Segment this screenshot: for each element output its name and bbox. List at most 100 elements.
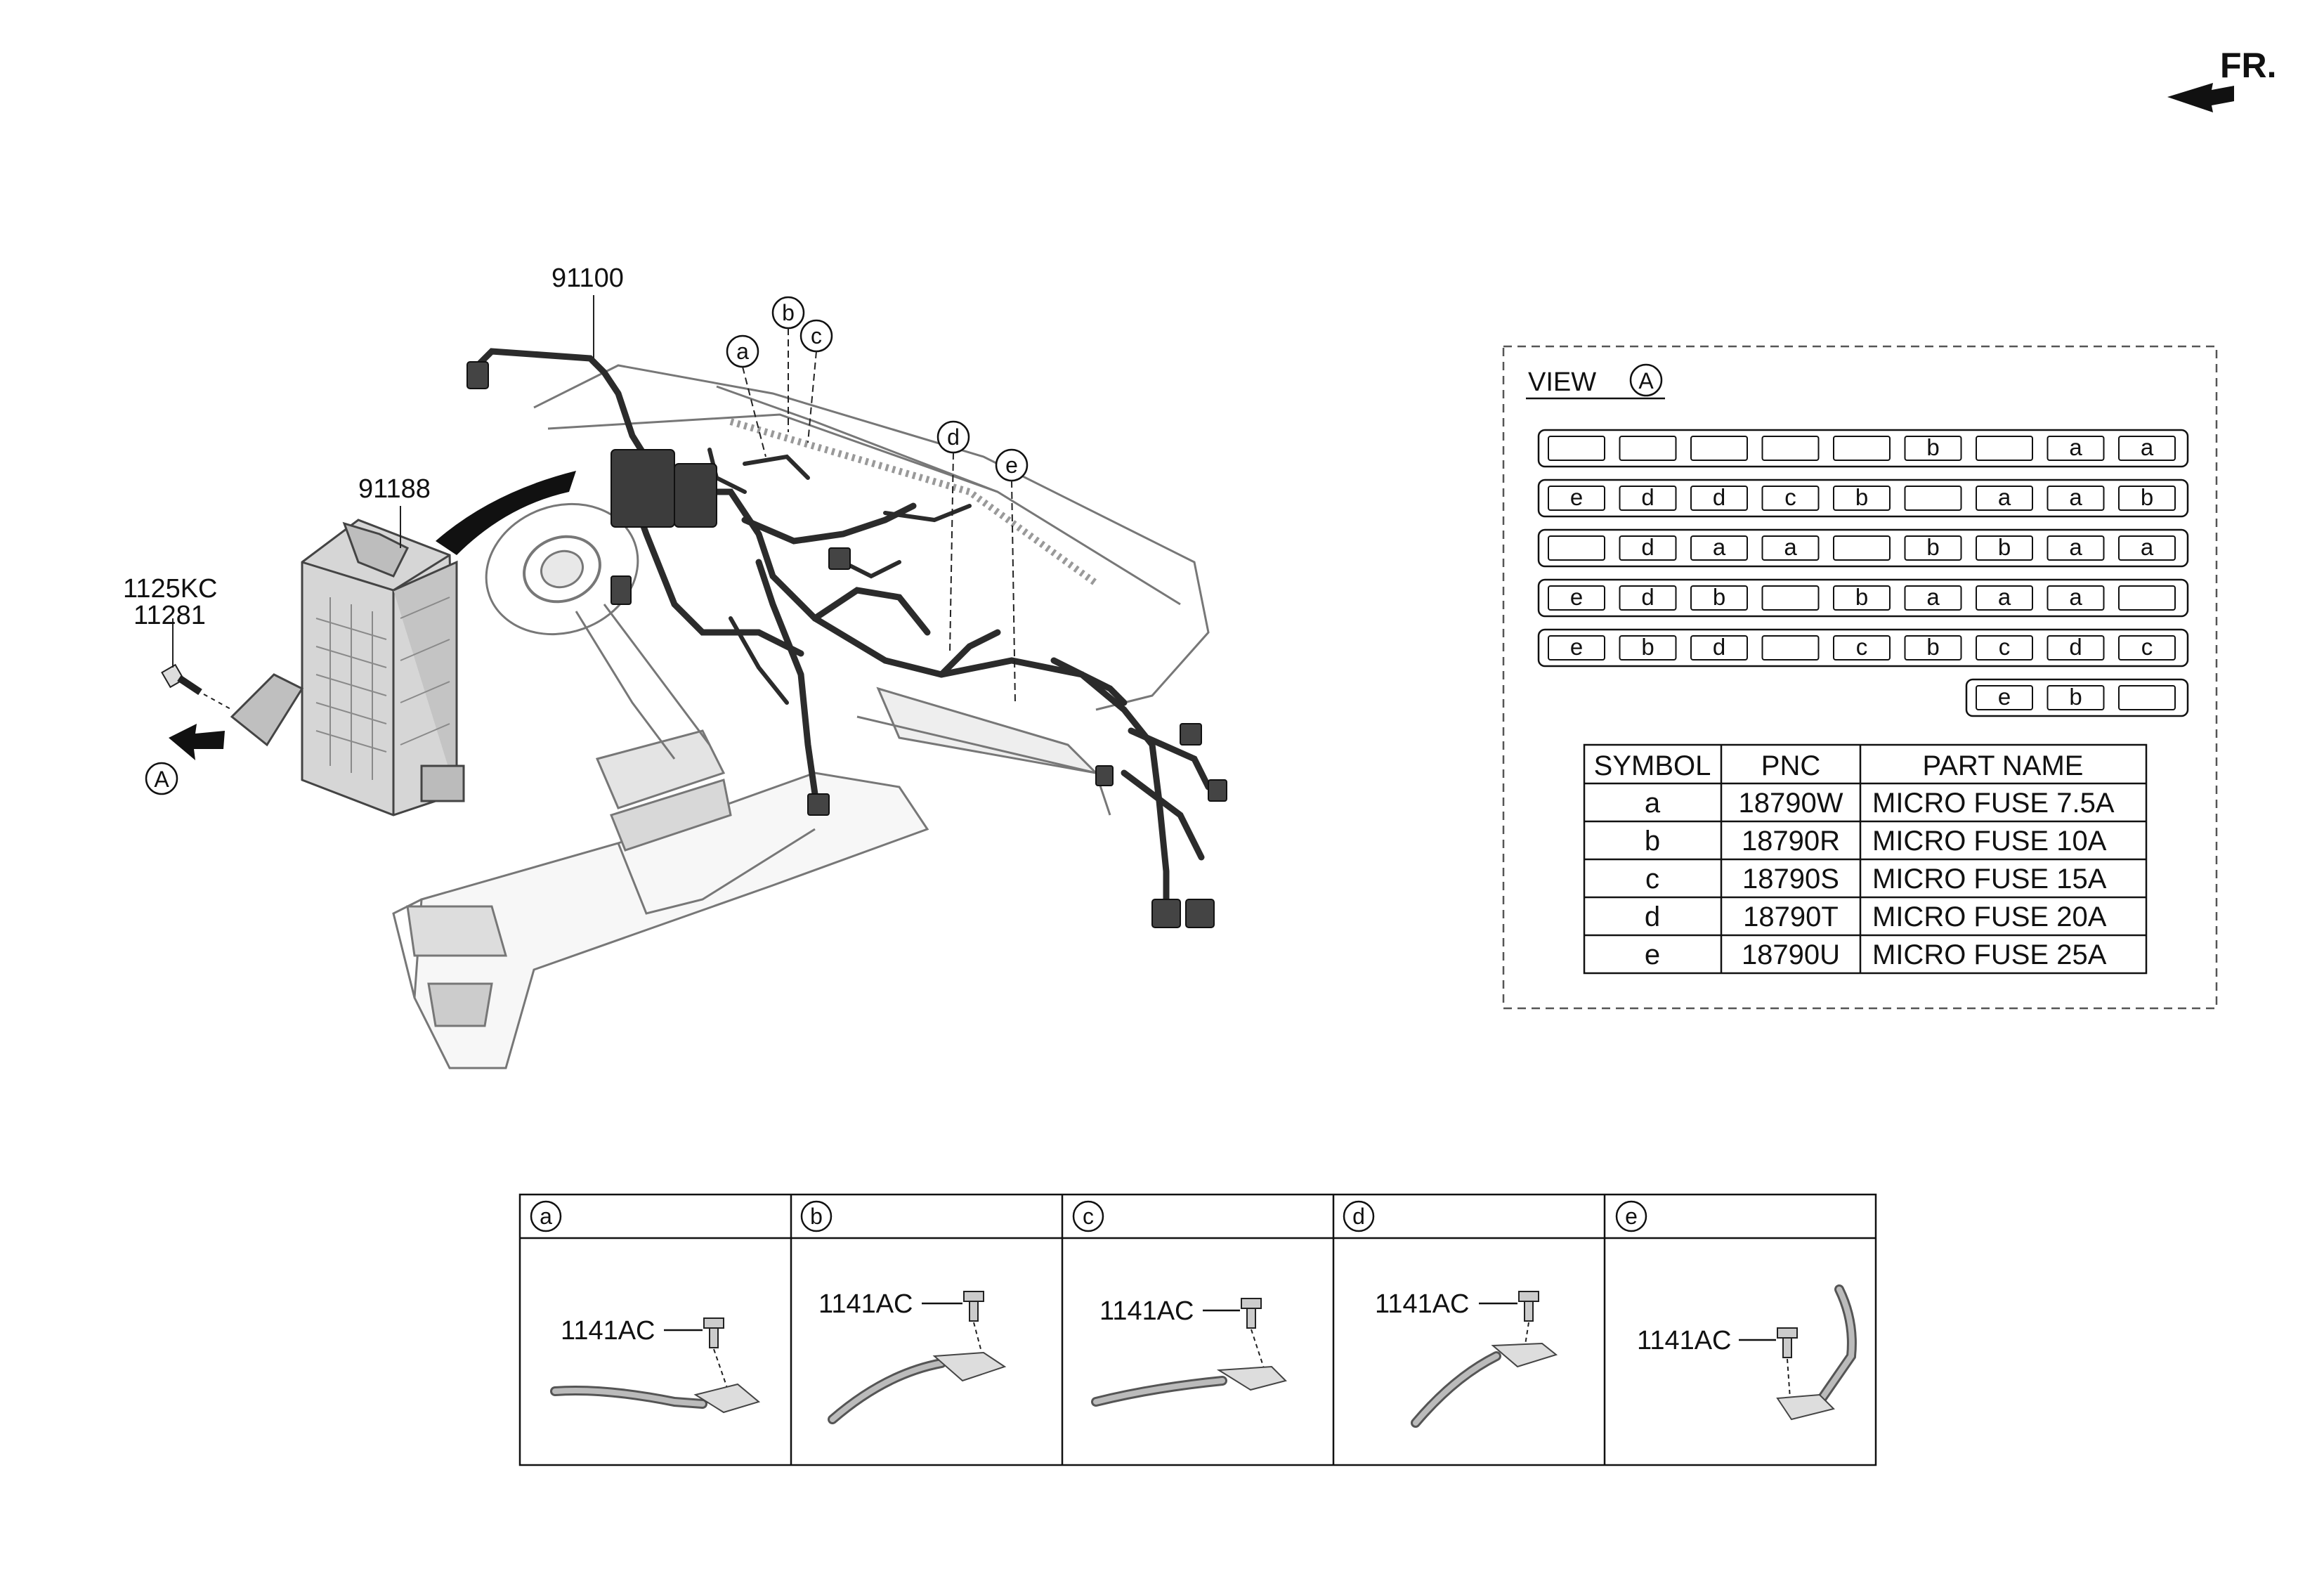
- legend-part-name: MICRO FUSE 25A: [1872, 939, 2107, 970]
- ground-cable-icon: [550, 1383, 761, 1414]
- fuse-slot: [1548, 585, 1605, 611]
- detail-panel-e: e 1141AC: [1615, 1200, 1857, 1421]
- fuse-slot: [1904, 585, 1962, 611]
- bolt-icon: [963, 1291, 984, 1360]
- legend-row-c: c 18790S MICRO FUSE 15A: [1645, 864, 2107, 894]
- detail-e-symbol: e: [1625, 1204, 1638, 1229]
- bolt-icon: [161, 663, 233, 710]
- fuse-slot-symbol: d: [2069, 634, 2082, 660]
- junction-box: [230, 519, 465, 816]
- detail-panel-d: d 1141AC: [1343, 1200, 1558, 1428]
- legend-pnc: 18790U: [1742, 939, 1840, 970]
- legend-pnc: 18790W: [1739, 788, 1843, 819]
- legend-header-part-name: PART NAME: [1923, 750, 2084, 781]
- ground-cable-icon: [1776, 1284, 1857, 1421]
- fuse-slot: [1976, 685, 2033, 710]
- ground-cable-icon: [828, 1351, 1007, 1424]
- fuse-slot: [1619, 635, 1677, 660]
- detail-d-symbol: d: [1352, 1204, 1365, 1229]
- fuse-slot: [2046, 635, 2105, 660]
- detail-b-part: 1141AC: [818, 1289, 913, 1319]
- view-a-marker-text: A: [154, 767, 169, 792]
- fuse-slot-symbol: a: [2069, 584, 2082, 610]
- legend-symbol: d: [1645, 902, 1660, 932]
- fuse-slot: [2118, 486, 2176, 511]
- main-wiring-harness: [474, 348, 1212, 903]
- harness-connectors: [466, 361, 1227, 928]
- fuse-slot: [1976, 486, 2033, 511]
- fuse-legend-table: [1583, 743, 2148, 975]
- legend-part-name: MICRO FUSE 10A: [1872, 826, 2107, 857]
- fuse-slot-symbol: d: [1641, 534, 1654, 560]
- fuse-slot-symbol: d: [1641, 484, 1654, 510]
- dashboard-illustration: [392, 364, 1210, 1069]
- fuse-slot: [1548, 635, 1605, 660]
- legend-row-e: e 18790U MICRO FUSE 25A: [1645, 939, 2107, 970]
- fuse-slot: [1976, 585, 2033, 611]
- fuse-row: [1537, 528, 2189, 568]
- bolt-icon: [703, 1317, 728, 1388]
- view-panel-marker: A: [1638, 368, 1654, 393]
- fuse-slot-symbol: c: [1999, 634, 2011, 660]
- fuse-slot: [1904, 535, 1962, 561]
- fuse-slot: [2118, 585, 2176, 611]
- fuse-slot-symbol: e: [1570, 484, 1583, 510]
- view-panel-title: VIEW: [1528, 367, 1596, 397]
- callout-e-text: e: [1005, 453, 1018, 478]
- label-91100: 91100: [551, 263, 624, 293]
- fuse-slot-symbol: b: [1926, 634, 1939, 660]
- legend-part-name: MICRO FUSE 20A: [1872, 902, 2107, 932]
- legend-header-row: SYMBOL PNC PART NAME: [1594, 750, 2084, 781]
- legend-row-b: b 18790R MICRO FUSE 10A: [1645, 826, 2107, 857]
- fuse-slot: [1904, 635, 1962, 660]
- callout-e: e: [995, 448, 1029, 703]
- fuse-slot: [1690, 436, 1748, 461]
- legend-row-d: d 18790T MICRO FUSE 20A: [1645, 902, 2107, 932]
- fuse-slot: [1976, 535, 2033, 561]
- fuse-slot: [1619, 436, 1677, 461]
- fuse-slot: [2046, 585, 2105, 611]
- fuse-slot-symbol: a: [2141, 434, 2154, 460]
- fuse-slot-symbol: c: [1784, 484, 1796, 510]
- fuse-slot: [2118, 535, 2176, 561]
- fuse-slot: [1548, 436, 1605, 461]
- bolt-icon: [1518, 1291, 1539, 1350]
- detail-panel-a: a 1141AC: [530, 1200, 761, 1414]
- fuse-slot: [1833, 635, 1891, 660]
- legend-row-a: a 18790W MICRO FUSE 7.5A: [1645, 788, 2115, 819]
- fuse-slot: [1904, 486, 1962, 511]
- fuse-slot-symbol: a: [1926, 584, 1940, 610]
- fuse-slot: [1619, 535, 1677, 561]
- fuse-slot: [1904, 436, 1962, 461]
- fuse-slot: [1761, 486, 1820, 511]
- fuse-slot: [2046, 535, 2105, 561]
- fuse-slot: [1690, 486, 1748, 511]
- fuse-slot-symbol: c: [2141, 634, 2153, 660]
- fuse-slot: [1761, 635, 1820, 660]
- fuse-slot: [1690, 535, 1748, 561]
- fuse-slot: [2118, 436, 2176, 461]
- fuse-slot: [2046, 486, 2105, 511]
- fuse-slot-symbol: b: [1926, 434, 1939, 460]
- legend-header-pnc: PNC: [1761, 750, 1820, 781]
- legend-symbol: c: [1645, 864, 1659, 894]
- fuse-row: [1965, 678, 2189, 717]
- fuse-slot-symbol: e: [1570, 634, 1583, 660]
- fuse-slot: [1548, 486, 1605, 511]
- fuse-slot-symbol: d: [1713, 484, 1725, 510]
- fuse-slot: [2118, 635, 2176, 660]
- fuse-slot: [1619, 486, 1677, 511]
- detail-e-part: 1141AC: [1637, 1326, 1732, 1355]
- callout-c: c: [799, 319, 833, 443]
- fuse-slot: [2046, 436, 2105, 461]
- view-a-marker: A: [145, 762, 178, 795]
- legend-symbol: a: [1645, 788, 1661, 819]
- fuse-slot-symbol: a: [1784, 534, 1797, 560]
- fuse-slot-symbol: b: [2069, 684, 2082, 710]
- detail-d-part: 1141AC: [1375, 1289, 1470, 1319]
- fuse-slot-symbol: a: [2069, 484, 2082, 510]
- fuse-slot: [1619, 585, 1677, 611]
- fuse-slot: [1548, 535, 1605, 561]
- fuse-slot: [1833, 436, 1891, 461]
